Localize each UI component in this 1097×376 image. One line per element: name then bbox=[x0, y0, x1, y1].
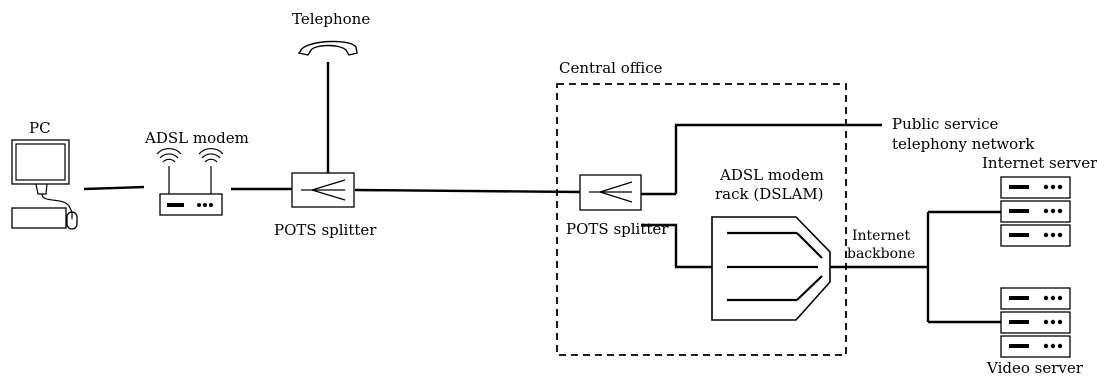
pstn-label-line1: Public service bbox=[892, 115, 999, 133]
pots-splitter-co-label: POTS splitter bbox=[566, 220, 669, 238]
pots-splitter-home-label: POTS splitter bbox=[274, 221, 377, 239]
video-server-icon bbox=[1000, 287, 1071, 358]
internet-backbone-label-line1: Internet bbox=[852, 228, 910, 244]
internet-server-icon bbox=[1000, 176, 1071, 247]
dslam-label-line2: rack (DSLAM) bbox=[715, 185, 824, 203]
dslam-to-pstn-line bbox=[674, 123, 882, 194]
pc-icon bbox=[11, 139, 78, 230]
adsl-modem-label: ADSL modem bbox=[144, 129, 249, 147]
telephone-icon bbox=[297, 40, 358, 56]
video-server-label: Video server bbox=[986, 359, 1084, 376]
pots-splitter-home bbox=[291, 172, 355, 208]
co-splitter-to-pstn-line bbox=[641, 223, 712, 269]
central-office-boundary bbox=[556, 83, 847, 356]
local-loop-line bbox=[354, 188, 581, 194]
central-office-label: Central office bbox=[559, 59, 663, 77]
pc-label: PC bbox=[29, 119, 51, 137]
telephone-label: Telephone bbox=[292, 10, 370, 28]
internet-server-label: Internet server bbox=[982, 154, 1097, 172]
pstn-label-line2: telephony network bbox=[892, 135, 1035, 153]
pots-splitter-co bbox=[579, 174, 642, 211]
internet-backbone-label-line2: backbone bbox=[847, 246, 915, 262]
dslam-icon bbox=[711, 216, 831, 321]
adsl-modem-icon bbox=[159, 166, 223, 216]
pc-to-modem-line bbox=[83, 185, 145, 191]
wifi-signal-icon bbox=[156, 148, 224, 163]
dslam-label-line1: ADSL modem bbox=[719, 166, 824, 184]
